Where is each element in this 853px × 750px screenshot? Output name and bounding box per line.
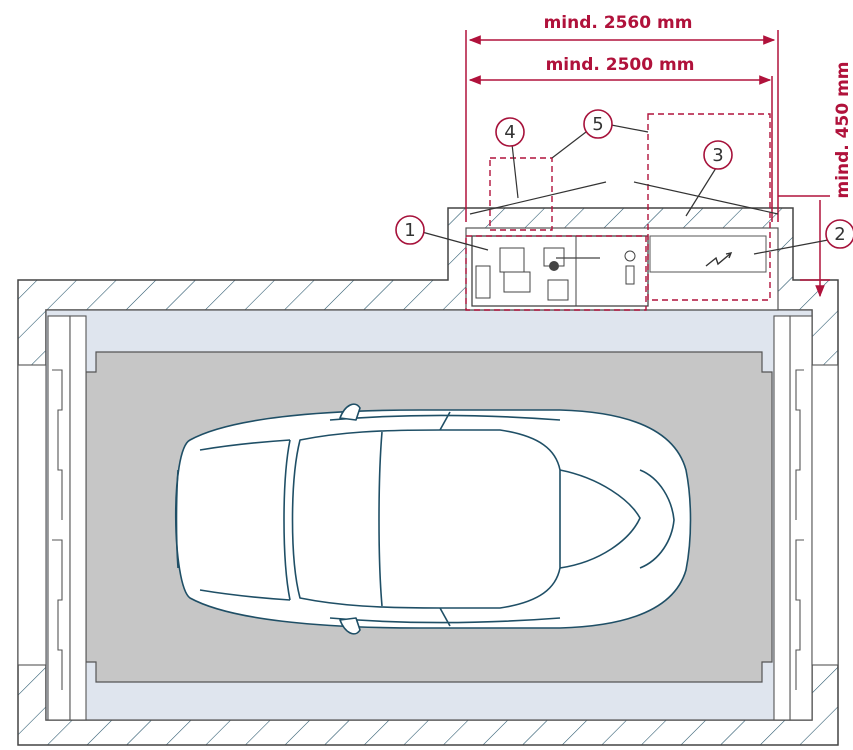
car-top-view-icon <box>174 403 692 635</box>
callout-5-label: 5 <box>592 114 603 135</box>
callout-3-label: 3 <box>712 145 723 166</box>
dimension-depth: mind. 450 mm <box>833 61 853 198</box>
right-guide-rail <box>773 315 839 721</box>
dimension-width-inner: mind. 2500 mm <box>546 55 695 75</box>
left-guide-rail <box>17 315 87 721</box>
dimension-lines <box>465 30 830 298</box>
callout-4: 4 <box>495 117 525 147</box>
dimension-width-outer: mind. 2560 mm <box>544 13 693 33</box>
dashed-outlines <box>465 113 771 311</box>
callout-3: 3 <box>703 140 733 170</box>
lightning-bolt-icon <box>705 252 733 267</box>
callout-1-label: 1 <box>404 220 415 241</box>
callout-2-label: 2 <box>834 224 845 245</box>
callout-1: 1 <box>395 215 425 245</box>
callout-2: 2 <box>825 219 853 249</box>
callout-5: 5 <box>583 109 613 139</box>
callout-4-label: 4 <box>504 122 515 143</box>
leader-lines <box>421 123 829 255</box>
